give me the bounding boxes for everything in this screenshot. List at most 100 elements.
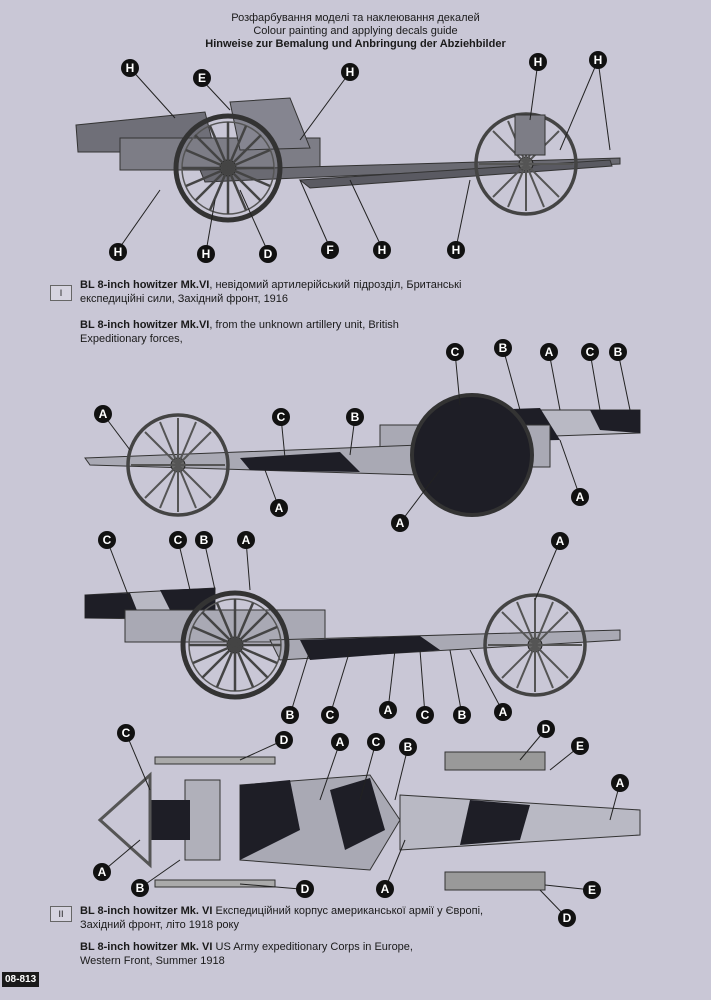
svg-text:H: H [452,243,461,257]
marker-H: H [447,241,465,259]
marker-D: D [296,880,314,898]
svg-text:A: A [98,865,107,879]
scheme-1-desc-ua: , невідомий артилерійський підрозділ, Бр… [209,279,462,291]
svg-text:A: A [499,705,508,719]
svg-text:H: H [378,243,387,257]
scheme-2-desc-en-2: Western Front, Summer 1918 [80,955,225,967]
svg-text:C: C [122,726,131,740]
marker-A: A [94,405,112,423]
marker-H: H [197,245,215,263]
marker-C: C [446,343,464,361]
svg-text:B: B [136,881,145,895]
marker-C: C [416,706,434,724]
scheme-1-desc-en-2: Expeditionary forces, [80,333,183,345]
svg-text:D: D [542,722,551,736]
svg-text:H: H [594,53,603,67]
scheme-1-caption-ua: BL 8-inch howitzer Mk.VI, невідомий арти… [80,278,461,306]
marker-H: H [341,63,359,81]
svg-text:C: C [277,410,286,424]
marker-D: D [275,731,293,749]
svg-text:A: A [242,533,251,547]
svg-text:B: B [499,341,508,355]
svg-text:C: C [586,345,595,359]
marker-D: D [259,245,277,263]
svg-text:E: E [576,739,584,753]
marker-D: D [537,720,555,738]
marker-B: B [195,531,213,549]
svg-text:H: H [202,247,211,261]
marker-C: C [321,706,339,724]
svg-text:A: A [336,735,345,749]
svg-text:H: H [534,55,543,69]
svg-text:A: A [381,882,390,896]
svg-text:H: H [126,61,135,75]
svg-text:B: B [200,533,209,547]
marker-E: E [193,69,211,87]
marker-A: A [551,532,569,550]
figure-4-top-view [97,751,641,891]
marker-A: A [391,514,409,532]
marker-C: C [169,531,187,549]
marker-C: C [272,408,290,426]
scheme-1-title-ua: BL 8-inch howitzer Mk.VI [80,279,210,291]
scheme-2-number: II [50,906,72,922]
marker-A: A [93,863,111,881]
svg-text:D: D [301,882,310,896]
marker-C: C [367,733,385,751]
figure-1-howitzer [75,97,621,220]
svg-text:A: A [556,534,565,548]
header-en: Colour painting and applying decals guid… [253,25,458,37]
marker-A: A [540,343,558,361]
scheme-1-caption-en: BL 8-inch howitzer Mk.VI, from the unkno… [80,318,399,346]
scheme-2-title-ua: BL 8-inch howitzer Mk. VI [80,905,213,917]
marker-A: A [571,488,589,506]
svg-text:B: B [286,708,295,722]
scheme-2-desc-ua: Експедиційний корпус американської армії… [212,905,484,917]
marker-B: B [609,343,627,361]
marker-A: A [376,880,394,898]
marker-E: E [571,737,589,755]
svg-text:B: B [404,740,413,754]
scheme-1-title-en: BL 8-inch howitzer Mk.VI [80,319,210,331]
figure-3-howitzer [84,587,621,697]
svg-text:B: B [614,345,623,359]
marker-C: C [117,724,135,742]
svg-text:A: A [396,516,405,530]
marker-B: B [131,879,149,897]
marker-A: A [331,733,349,751]
svg-text:A: A [275,501,284,515]
page-header: Розфарбування моделі та наклеювання дека… [0,12,711,51]
svg-text:A: A [384,703,393,717]
scheme-2-desc-en: US Army expeditionary Corps in Europe, [212,941,413,953]
scheme-2-desc-ua-2: Західний фронт, літо 1918 року [80,919,239,931]
scheme-1-desc-ua-2: експедиційні сили, Західний фронт, 1916 [80,293,289,305]
scheme-1-desc-en: , from the unknown artillery unit, Briti… [209,319,399,331]
svg-text:C: C [103,533,112,547]
marker-D: D [558,909,576,927]
svg-text:A: A [576,490,585,504]
marker-A: A [611,774,629,792]
scheme-1-number: I [50,285,72,301]
scheme-2-title-en: BL 8-inch howitzer Mk. VI [80,941,213,953]
callout-markers: H E H H H H H H D F H C B A C B A C B A … [93,51,629,927]
svg-text:D: D [280,733,289,747]
marker-H: H [109,243,127,261]
svg-text:C: C [174,533,183,547]
marker-B: B [346,408,364,426]
marker-H: H [529,53,547,71]
svg-text:E: E [198,71,206,85]
svg-text:H: H [346,65,355,79]
marker-E: E [583,881,601,899]
marker-B: B [281,706,299,724]
svg-text:B: B [458,708,467,722]
svg-text:H: H [114,245,123,259]
marker-A: A [237,531,255,549]
svg-text:D: D [563,911,572,925]
header-ua: Розфарбування моделі та наклеювання дека… [231,12,480,24]
scheme-2-caption-en: BL 8-inch howitzer Mk. VI US Army expedi… [80,940,413,968]
svg-text:B: B [351,410,360,424]
header-de: Hinweise zur Bemalung und Anbringung der… [205,38,506,50]
marker-F: F [321,241,339,259]
marker-C: C [98,531,116,549]
